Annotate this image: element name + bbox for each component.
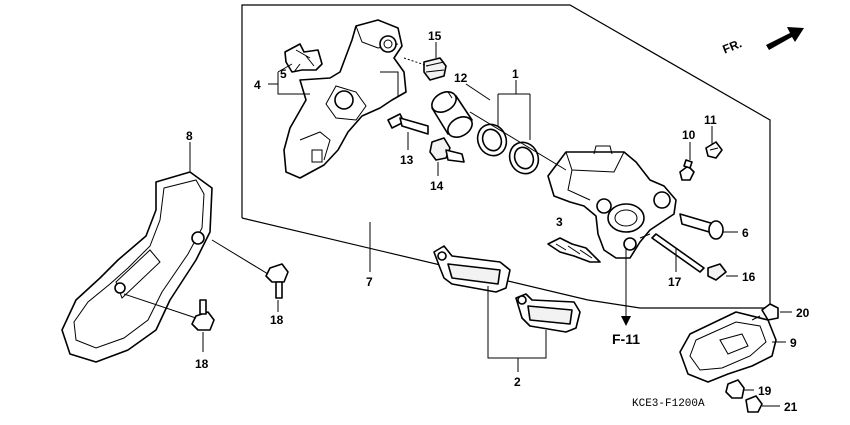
callout-19: 19	[758, 384, 772, 398]
piston-seal-part-1	[476, 123, 508, 157]
flange-bolt-part-18-upper	[265, 263, 289, 299]
callout-labels: 1 2 3 4 5 6 7 8 9 10 11 12 13 14 15 16 1…	[186, 29, 810, 414]
front-direction-label: FR.	[721, 36, 744, 56]
callout-4: 4	[254, 78, 261, 92]
flange-bolt-part-18-lower	[191, 299, 215, 331]
slide-pin-part-13	[387, 113, 429, 135]
caliper-bracket-part-4	[283, 19, 407, 179]
dust-seal-part-1	[508, 141, 540, 175]
brake-pad-upper-part-2	[433, 245, 511, 293]
collar-part-19	[725, 379, 745, 399]
callout-17: 17	[668, 275, 682, 289]
slide-pin-boot-part-14	[429, 137, 465, 163]
bolt-part-20	[751, 303, 779, 321]
piston-part-12	[431, 91, 473, 138]
callout-8: 8	[186, 129, 193, 143]
disc-guard-part-9	[679, 311, 777, 383]
callout-15: 15	[428, 29, 442, 43]
assembly-frame-bottom	[241, 217, 589, 301]
reference-arrow-icon	[621, 316, 631, 326]
caliper-body	[547, 145, 677, 259]
pin-bolt-part-6	[679, 213, 724, 240]
callout-7: 7	[366, 275, 373, 289]
callout-1: 1	[512, 67, 519, 81]
front-arrow-icon	[766, 27, 804, 50]
bleed-valve-part-10	[679, 159, 695, 181]
callout-10: 10	[682, 128, 696, 142]
catalog-code: KCE3-F1200A	[632, 398, 705, 410]
callout-3: 3	[556, 215, 563, 229]
pad-spring-part-3	[547, 237, 601, 263]
callout-20: 20	[796, 306, 810, 320]
brake-pad-lower-part-2	[515, 293, 581, 333]
reference-label: F-11	[612, 331, 640, 347]
bolt-part-21	[745, 395, 763, 413]
callout-11: 11	[704, 113, 717, 127]
bleed-cap-part-11	[705, 141, 723, 159]
callout-2: 2	[514, 375, 521, 389]
pad-pin-part-17	[651, 233, 705, 273]
leader-lines	[123, 42, 792, 407]
callout-6: 6	[742, 226, 749, 240]
callout-9: 9	[790, 336, 797, 350]
assembly-frame	[241, 4, 771, 309]
pad-spring-part-5	[284, 43, 323, 73]
callout-14: 14	[430, 179, 444, 193]
front-direction-indicator: FR.	[721, 27, 804, 56]
caliper-guard-part-8	[61, 171, 213, 363]
callout-18-lower: 18	[195, 357, 209, 371]
callout-18-upper: 18	[270, 313, 284, 327]
callout-13: 13	[400, 153, 414, 167]
callout-5: 5	[280, 67, 287, 81]
bracket-pin-boot-part-15	[423, 57, 447, 81]
callout-16: 16	[742, 270, 756, 284]
callout-21: 21	[784, 400, 798, 414]
pad-pin-plug-part-16	[707, 263, 727, 281]
callout-12: 12	[454, 71, 468, 85]
